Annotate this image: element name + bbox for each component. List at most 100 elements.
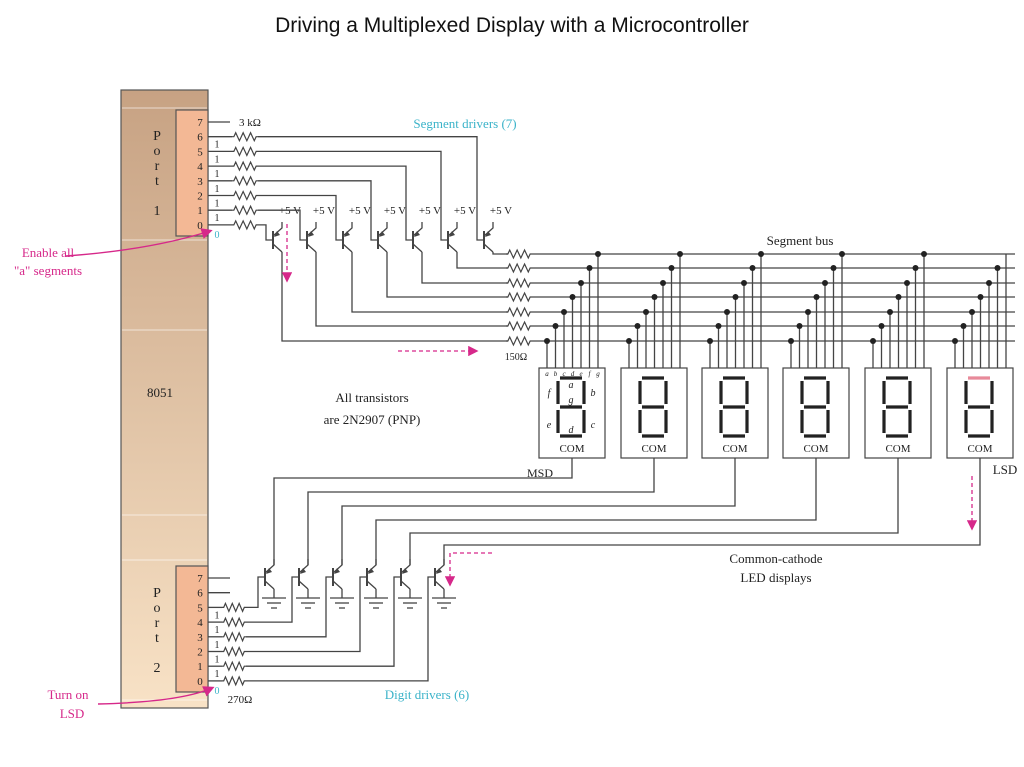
segment-driver-transistor-icon: [377, 222, 388, 253]
digit-driver-transistor-icon: [434, 559, 445, 590]
emitter-arrow-icon: [368, 568, 374, 574]
enable-annotation: "a" segments: [14, 263, 82, 278]
junction-dot: [805, 309, 811, 315]
junction-dot: [870, 338, 876, 344]
port1-pin-value: 1: [215, 199, 220, 210]
junction-dot: [544, 338, 550, 344]
transistor-collector: [332, 580, 343, 590]
segment-drive-wire: [258, 194, 343, 241]
display-note: LED displays: [740, 570, 811, 585]
junction-dot: [626, 338, 632, 344]
port2-pin-value: 1: [215, 610, 220, 621]
junction-dot: [741, 280, 747, 286]
junction-dot: [813, 294, 820, 300]
segment-label: e: [547, 420, 552, 431]
segment-driver-transistor-icon: [272, 222, 283, 253]
annotation-arrow: [65, 228, 213, 257]
segment-drive-wire: [258, 224, 273, 241]
port1-pin-value: 1: [215, 213, 220, 224]
segment-pin-label: g: [596, 370, 600, 378]
resistor-icon: [232, 160, 258, 172]
resistor-icon: [222, 660, 246, 672]
port2-box: [175, 565, 209, 693]
port1-pin-number: 6: [197, 132, 203, 144]
port1-pin-number: 5: [197, 146, 203, 158]
port2-label: t: [155, 631, 159, 646]
port2-label: r: [155, 616, 160, 631]
supply-label: +5 V: [313, 205, 335, 217]
port2-pin-value: 1: [215, 625, 220, 636]
com-wire: [273, 458, 573, 565]
digit-drive-wire: [246, 576, 265, 609]
current-flow-arrow: [444, 552, 492, 587]
msd-label: MSD: [527, 466, 553, 480]
junction-dot: [952, 338, 958, 344]
port1-label: r: [155, 159, 160, 174]
junction-dot: [651, 294, 658, 300]
emitter-arrow-icon: [308, 231, 314, 237]
segment-line: [315, 252, 508, 327]
digit-drive-wire: [246, 576, 435, 682]
junction-dot: [749, 265, 756, 271]
junction-dot: [660, 280, 666, 286]
port2-pin-number: 6: [197, 588, 203, 600]
segment-resistor-icon: [506, 306, 532, 318]
digit-drivers-label: Digit drivers (6): [385, 687, 469, 702]
resistor-value-label: 270Ω: [228, 694, 253, 706]
digit-driver-transistor-icon: [298, 559, 309, 590]
emitter-arrow-icon: [274, 231, 280, 237]
display-note: Common-cathode: [729, 551, 822, 566]
port1-label: 1: [154, 204, 161, 219]
resistor-icon: [232, 145, 258, 157]
transistor-collector: [342, 243, 353, 253]
diagram-title: Driving a Multiplexed Display with a Mic…: [275, 14, 749, 37]
junction-dot: [715, 323, 722, 329]
junction-dot: [796, 323, 803, 329]
emitter-arrow-icon: [414, 231, 420, 237]
port2-pin-number: 3: [197, 632, 203, 644]
com-label: COM: [885, 443, 910, 455]
supply-label: +5 V: [454, 205, 476, 217]
emitter-arrow-icon: [300, 568, 306, 574]
resistor-icon: [222, 645, 246, 658]
junction-dot: [677, 251, 683, 257]
digit-drive-wire: [246, 576, 401, 667]
port1-pin-number: 0: [197, 220, 203, 232]
port2-pin-number: 1: [197, 661, 203, 673]
resistor-icon: [232, 131, 258, 143]
junction-dot: [758, 251, 764, 257]
port1-pin-number: 7: [197, 117, 203, 129]
com-wire: [341, 458, 736, 565]
digit-driver-transistor-icon: [366, 559, 377, 590]
port1-pin-value: 1: [215, 169, 220, 180]
port2-label: P: [153, 586, 161, 601]
port1-pin-value: 1: [215, 140, 220, 151]
supply-label: +5 V: [419, 205, 441, 217]
chip-name: 8051: [147, 385, 173, 400]
segment-label: b: [591, 388, 596, 399]
junction-dot: [643, 309, 649, 315]
emitter-arrow-icon: [436, 568, 442, 574]
segment-resistor-icon: [506, 248, 532, 260]
port1-pin-number: 4: [197, 161, 203, 173]
segment-resistor-icon: [506, 291, 532, 303]
com-label: COM: [722, 443, 747, 455]
junction-dot: [552, 323, 559, 329]
port2-pin-value: 1: [215, 655, 220, 666]
supply-label: +5 V: [279, 205, 301, 217]
resistor-icon: [232, 219, 258, 231]
transistor-collector: [377, 243, 388, 253]
segment-pin-label: e: [579, 370, 582, 378]
com-wire: [443, 458, 981, 565]
segment-drive-wire: [258, 180, 378, 241]
digit-driver-transistor-icon: [400, 559, 411, 590]
segment-resistor-icon: [506, 262, 532, 274]
segment-label: g: [569, 395, 574, 406]
port2-pin-number: 7: [197, 573, 203, 585]
resistor-icon: [222, 601, 246, 613]
segment-bus-label: Segment bus: [767, 233, 834, 248]
transistor-collector: [298, 580, 309, 590]
com-label: COM: [803, 443, 828, 455]
junction-dot: [586, 265, 593, 271]
